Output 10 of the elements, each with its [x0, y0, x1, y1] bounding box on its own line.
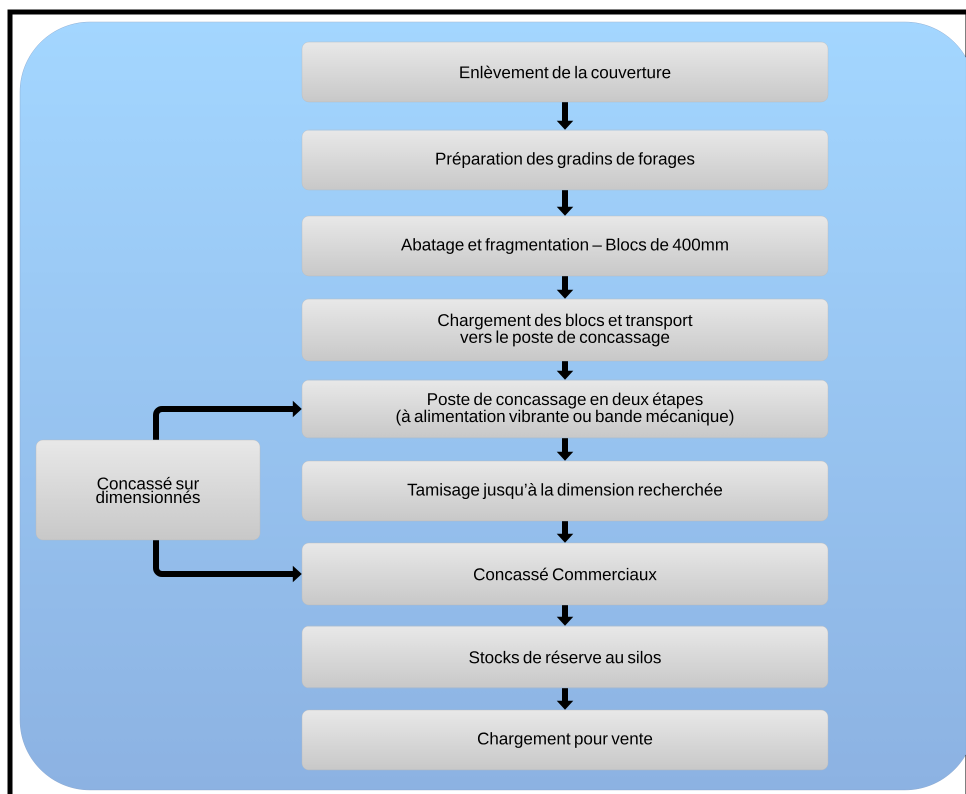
process-box: Chargement pour vente [302, 710, 828, 770]
process-box: Stocks de réserve au silos [302, 626, 828, 688]
process-box: Enlèvement de la couverture [302, 42, 828, 102]
process-box: Concassé sur dimensionnés [36, 440, 260, 540]
process-box: Tamisage jusqu’à la dimension recherchée [302, 460, 828, 522]
process-box: Préparation des gradins de forages [302, 130, 828, 190]
process-box: Abatage et fragmentation – Blocs de 400mm [302, 216, 828, 276]
process-box: Poste de concassage en deux étapes (à alimentation vibrante ou bande mécanique) [302, 380, 828, 438]
process-box: Concassé Commerciaux [302, 542, 828, 606]
process-box: Chargement des blocs et transport vers le poste de concassage [302, 298, 828, 362]
